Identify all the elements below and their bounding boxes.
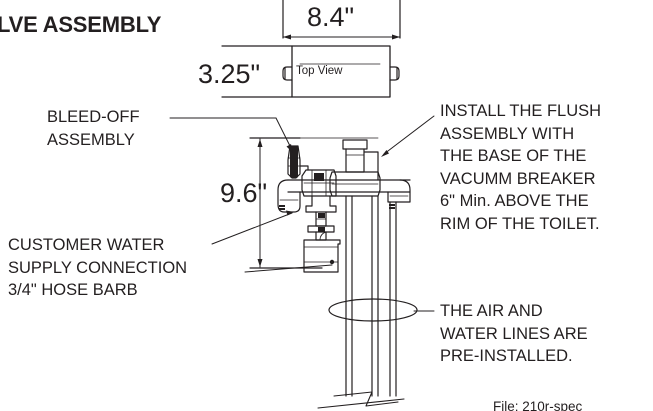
- water-supply-callout: CUSTOMER WATER SUPPLY CONNECTION 3/4" HO…: [8, 236, 188, 300]
- front-view-assembly: [277, 137, 418, 409]
- filled-details: [279, 146, 395, 265]
- height-dimension: [249, 137, 323, 269]
- leader-lines: [169, 115, 435, 312]
- top-view-label: Top View: [296, 65, 343, 77]
- width-dimension-label: 8.4": [307, 2, 355, 32]
- file-label: File: 210r-spec: [493, 399, 583, 411]
- diagram-title: LVE ASSEMBLY: [0, 12, 162, 37]
- air-water-lines-callout: THE AIR AND WATER LINES ARE PRE-INSTALLE…: [440, 302, 588, 366]
- install-note-callout: INSTALL THE FLUSH ASSEMBLY WITH THE BASE…: [440, 102, 602, 233]
- depth-dimension-label: 3.25": [198, 59, 261, 89]
- height-dimension-label: 9.6": [220, 178, 268, 208]
- top-view-drawing: [221, 0, 401, 98]
- bleed-off-callout: BLEED-OFF ASSEMBLY: [47, 108, 140, 149]
